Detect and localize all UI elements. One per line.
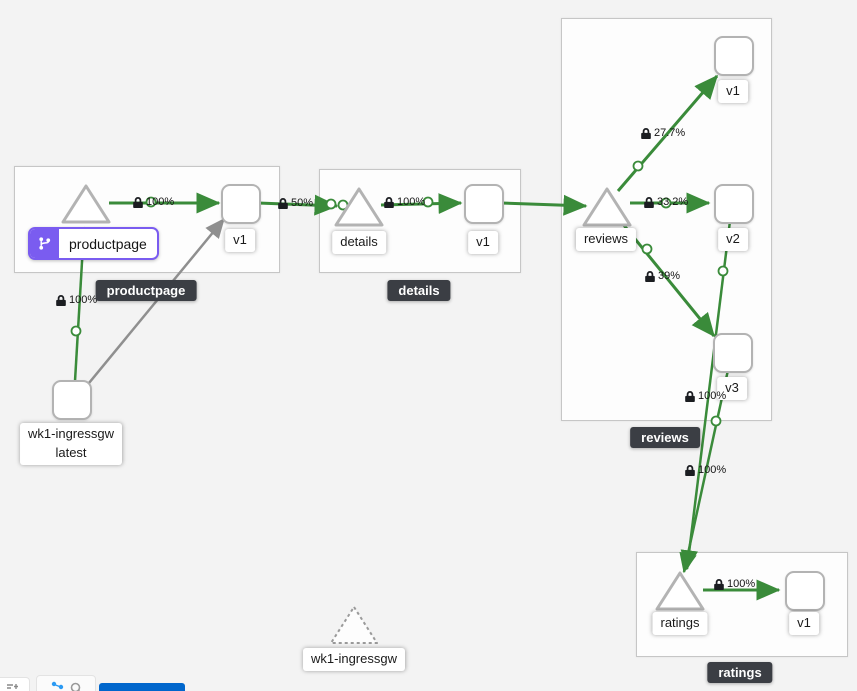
edge-label-details-v1: 100% <box>384 196 425 208</box>
edge-reviews-v2-to-ratings[interactable] <box>680 220 732 571</box>
node-workload-productpage-v1[interactable] <box>221 184 261 224</box>
edge-label-v2-ratings: 100% <box>685 390 726 402</box>
edge-productpage-v1-to-reviews[interactable] <box>500 194 588 216</box>
node-service-reviews[interactable] <box>581 184 633 230</box>
edge-marker-circle <box>660 197 672 209</box>
lock-icon <box>644 196 654 208</box>
node-service-productpage[interactable] <box>60 181 112 227</box>
lock-icon <box>56 294 66 306</box>
edge-marker-circle <box>632 160 644 172</box>
node-label-productpage: productpage <box>69 235 147 252</box>
node-workload-reviews-v1[interactable] <box>714 36 754 76</box>
edge-label-ratings-v1: 100% <box>714 578 755 590</box>
graph-layout-icon <box>51 681 63 690</box>
productpage-service-label-badge[interactable]: productpage <box>28 227 159 260</box>
edge-ingress-to-productpage-v1-idle[interactable] <box>88 218 225 384</box>
edge-label-reviews-v2: 33.2% <box>644 196 688 208</box>
edge-marker-circle <box>145 196 157 208</box>
ingressgw-label-line1: wk1-ingressgw <box>28 426 114 441</box>
node-label-details: details <box>332 231 386 254</box>
node-label-reviews-v1: v1 <box>718 80 748 103</box>
group-tooltip-ratings: ratings <box>707 662 773 683</box>
edge-marker-circle <box>422 196 434 208</box>
magnifier-icon <box>70 682 81 691</box>
lock-icon <box>384 196 394 208</box>
node-service-details[interactable] <box>333 184 385 230</box>
edge-label-ingress-productpage: 100% <box>56 294 97 306</box>
zoom-controls-button[interactable] <box>0 677 30 691</box>
node-label-ingress-service: wk1-ingressgw <box>303 648 405 671</box>
lock-icon <box>714 578 724 590</box>
node-workload-ratings-v1[interactable] <box>785 571 825 611</box>
lock-icon <box>133 196 143 208</box>
group-tooltip-details: details <box>387 280 451 301</box>
edge-marker-circle <box>325 198 337 210</box>
node-label-reviews-v3: v3 <box>717 377 747 400</box>
lock-icon <box>278 197 288 209</box>
group-tooltip-productpage: productpage <box>95 280 197 301</box>
node-label-productpage-v1: v1 <box>225 229 255 252</box>
edge-details-to-v1[interactable] <box>380 193 463 215</box>
node-label-ratings-v1: v1 <box>789 612 819 635</box>
graph-layout-button[interactable] <box>36 675 96 691</box>
node-workload-details-v1[interactable] <box>464 184 504 224</box>
node-label-ingressgw: wk1-ingressgw latest <box>20 423 122 465</box>
node-label-details-v1: v1 <box>468 231 498 254</box>
legend-button[interactable]: Legend <box>99 683 185 691</box>
edge-marker-circle <box>710 415 722 427</box>
edge-label-productpage-v1: 100% <box>133 196 174 208</box>
lock-icon <box>685 390 695 402</box>
edge-label-v3-ratings: 100% <box>685 464 726 476</box>
edge-reviews-to-v1[interactable] <box>616 74 719 192</box>
edge-label-reviews-v3: 39% <box>645 270 680 282</box>
edge-label-reviews-v1: 27.7% <box>641 127 685 139</box>
lock-icon <box>645 270 655 282</box>
node-label-reviews-v2: v2 <box>718 228 748 251</box>
node-label-ratings: ratings <box>652 612 708 635</box>
edge-productpage-v1-to-details[interactable] <box>257 194 339 216</box>
node-workload-reviews-v2[interactable] <box>714 184 754 224</box>
edge-reviews-v3-to-ratings[interactable] <box>679 369 730 574</box>
ingressgw-label-line2: latest <box>55 444 87 460</box>
lock-icon <box>685 464 695 476</box>
edge-marker-circle <box>70 325 82 337</box>
node-service-ingress-dashed[interactable] <box>328 602 380 648</box>
zoom-controls-icon <box>7 684 18 689</box>
node-service-ratings[interactable] <box>654 568 706 614</box>
code-branch-icon <box>30 229 59 258</box>
edge-label-v1-details: 50% <box>278 197 313 209</box>
lock-icon <box>641 127 651 139</box>
group-tooltip-reviews: reviews <box>630 427 700 448</box>
edge-marker-circle <box>641 243 653 255</box>
node-workload-ingressgw[interactable] <box>52 380 92 420</box>
edge-marker-circle <box>717 265 729 277</box>
node-label-reviews: reviews <box>575 228 637 251</box>
node-workload-reviews-v3[interactable] <box>713 333 753 373</box>
